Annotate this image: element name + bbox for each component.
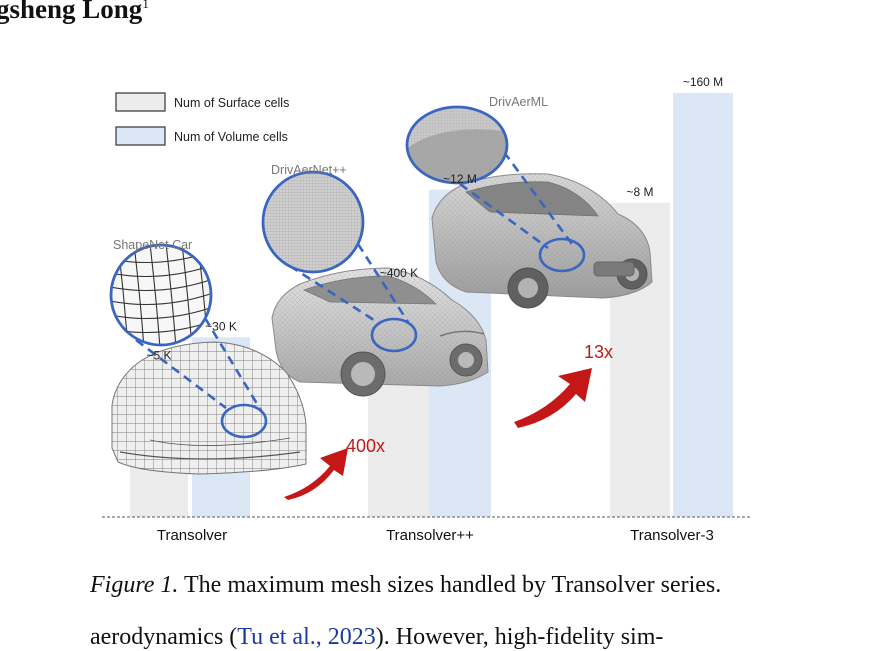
figure-caption: Figure 1. The maximum mesh sizes handled… (90, 572, 721, 599)
citation-link[interactable]: Tu et al., 2023 (237, 624, 376, 650)
category-label-0: Transolver (157, 527, 227, 544)
surface-value-label-2: ~8 M (626, 185, 653, 199)
dataset-label-drivaerml: DrivAerML (489, 95, 548, 109)
author-name-fragment: gsheng Long (0, 0, 143, 24)
drivaerml-zoom-bubble (405, 105, 509, 185)
drivaernetpp-car-illustration (271, 267, 489, 397)
volume-value-label-1: ~12 M (443, 172, 477, 186)
growth-arrow-400x (284, 448, 348, 500)
body-text-suffix: ). However, high-fidelity sim- (375, 624, 664, 650)
volume-value-label-0: ~30 K (205, 319, 237, 333)
body-text-prefix: aerodynamics ( (90, 624, 238, 650)
surface-value-label-1: ~400 K (380, 266, 418, 280)
legend-volume-label: Num of Volume cells (174, 130, 288, 144)
chart-labels: ~5 K ~400 K ~8 M ~30 K ~12 M ~160 M Transolver… (102, 75, 752, 544)
legend-volume-swatch (115, 126, 166, 146)
surface-value-label-0: ~5 K (146, 349, 171, 363)
multiplier-400x: 400x (346, 436, 385, 456)
caption-text: The maximum mesh sizes handled by Transo… (184, 572, 722, 598)
shapenet-zoom-lines (135, 317, 264, 413)
legend-surface-label: Num of Surface cells (174, 96, 289, 110)
legend-surface-swatch (115, 92, 166, 112)
shapenet-car-illustration (111, 341, 307, 475)
caption-label: Figure 1. (90, 572, 179, 598)
dataset-label-drivaernetpp: DrivAerNet++ (271, 163, 347, 177)
dataset-label-shapenet: ShapeNet Car (113, 238, 192, 252)
drivaernetpp-detail-ring (370, 317, 418, 353)
category-label-2: Transolver-3 (630, 527, 714, 544)
shapenet-detail-ring (220, 403, 268, 439)
category-label-1: Transolver++ (386, 527, 474, 544)
multiplier-13x: 13x (584, 342, 613, 362)
mesh-size-figure: Num of Surface cells Num of Volume cells (102, 75, 752, 544)
shapenet-zoom-bubble (109, 243, 213, 347)
author-header: gsheng Long1 (0, 0, 149, 25)
drivaerml-zoom-lines (459, 151, 574, 250)
volume-value-label-2: ~160 M (683, 75, 723, 89)
legend: Num of Surface cells Num of Volume cells (115, 92, 289, 146)
drivaerml-car-illustration (431, 173, 653, 309)
drivaerml-detail-ring (538, 237, 586, 273)
drivaernetpp-zoom-lines (289, 243, 410, 326)
body-text-line: aerodynamics (Tu et al., 2023). However,… (90, 624, 663, 651)
growth-arrow-13x (514, 368, 592, 428)
volume-bar-2 (673, 93, 733, 517)
drivaernetpp-zoom-bubble (261, 170, 365, 274)
affiliation-mark: 1 (142, 0, 149, 11)
